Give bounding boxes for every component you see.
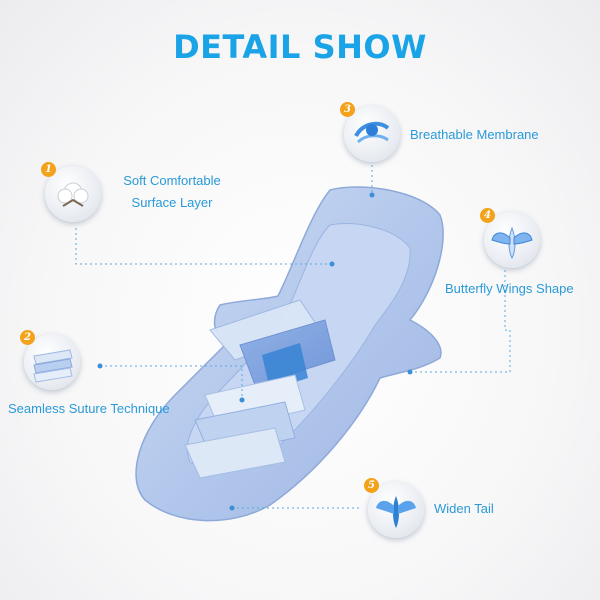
feature-number-3: 3 bbox=[340, 102, 355, 117]
feature-number-1: 1 bbox=[41, 162, 56, 177]
wings-icon bbox=[491, 226, 533, 260]
feature-label-4: Butterfly Wings Shape bbox=[445, 281, 574, 296]
airflow-icon bbox=[354, 121, 390, 144]
feature-number-5: 5 bbox=[364, 478, 379, 493]
tail-wings-icon bbox=[376, 496, 416, 528]
feature-number-4: 4 bbox=[480, 208, 495, 223]
feature-label-1: Soft Comfortable Surface Layer bbox=[123, 173, 221, 210]
feature-badge-4: 4 bbox=[480, 208, 540, 268]
feature-label-5: Widen Tail bbox=[434, 501, 494, 516]
exploded-layers bbox=[184, 299, 336, 479]
feature-badge-2: 2 bbox=[20, 330, 80, 390]
feature-badge-5: 5 bbox=[364, 478, 424, 538]
feature-label-3: Breathable Membrane bbox=[410, 127, 539, 142]
feature-badge-1: 1 bbox=[41, 162, 101, 222]
cotton-icon bbox=[57, 182, 89, 207]
feature-number-2: 2 bbox=[20, 330, 35, 345]
layers-icon bbox=[33, 349, 73, 383]
page-title: DETAIL SHOW bbox=[173, 28, 427, 66]
feature-badge-3: 3 bbox=[340, 102, 400, 162]
feature-label-2: Seamless Suture Technique bbox=[8, 401, 170, 416]
